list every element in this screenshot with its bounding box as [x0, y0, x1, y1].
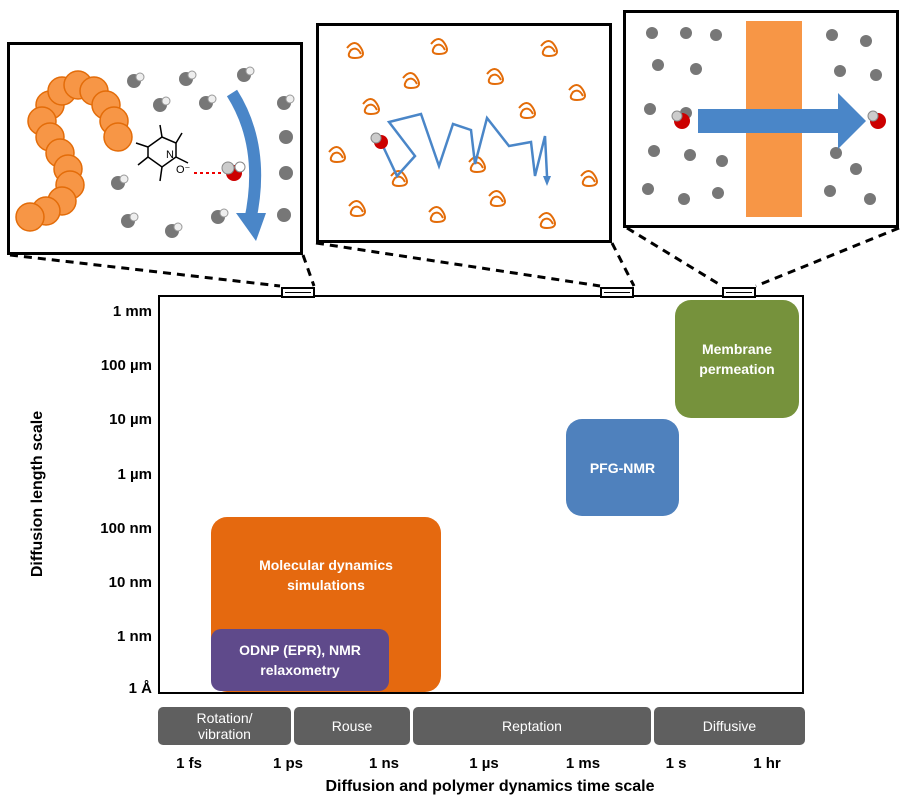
x-tick: 1 s	[665, 755, 687, 772]
region-md-label: Molecular dynamics simulations	[259, 557, 393, 593]
x-axis-label: Diffusion and polymer dynamics time scal…	[325, 778, 655, 795]
y-tick: 100 µm	[100, 357, 152, 374]
y-tick: 1 µm	[117, 466, 153, 483]
region-odnp: ODNP (EPR), NMR relaxometry	[211, 629, 389, 691]
x-tick: 1 hr	[753, 755, 781, 772]
inset-marker-right	[722, 287, 756, 298]
y-tick: 1 nm	[116, 628, 152, 645]
svg-text:O⁻: O⁻	[176, 164, 191, 176]
polymer-chain-nitroxide-water-icon: N O⁻	[15, 66, 295, 241]
inset-connector-lines	[9, 226, 900, 288]
regime-reptation: Reptation	[413, 707, 651, 745]
y-tick: 10 µm	[109, 411, 152, 428]
membrane-permeation-arrow-icon	[642, 21, 886, 217]
regime-diffusive: Diffusive	[654, 707, 805, 745]
y-tick: 1 mm	[112, 303, 152, 320]
region-membrane-label: Membrane permeation	[699, 341, 775, 377]
inset-molecular-scale: N O⁻	[7, 42, 303, 255]
inset-polymer-network	[316, 23, 612, 243]
inset-membrane	[623, 10, 899, 228]
regime-rouse: Rouse	[294, 707, 410, 745]
x-tick: 1 ps	[272, 755, 303, 772]
inset-marker-left	[281, 287, 315, 298]
polymer-coils-random-walk-icon	[328, 38, 598, 230]
y-tick: 1 Å	[128, 680, 152, 697]
region-pfg-nmr: PFG-NMR	[566, 419, 679, 516]
x-tick: 1 µs	[469, 755, 499, 772]
regime-rotation-vibration: Rotation/ vibration	[158, 707, 291, 745]
x-tick: 1 fs	[176, 755, 202, 772]
y-tick: 10 nm	[108, 574, 152, 591]
region-membrane-permeation: Membrane permeation	[675, 300, 799, 418]
svg-text:N: N	[166, 149, 174, 161]
y-tick: 100 nm	[100, 520, 152, 537]
region-odnp-label: ODNP (EPR), NMR relaxometry	[239, 642, 361, 678]
region-pfg-label: PFG-NMR	[589, 459, 656, 476]
x-tick: 1 ns	[368, 755, 399, 772]
x-tick: 1 ms	[565, 755, 601, 772]
inset-marker-middle	[600, 287, 634, 298]
